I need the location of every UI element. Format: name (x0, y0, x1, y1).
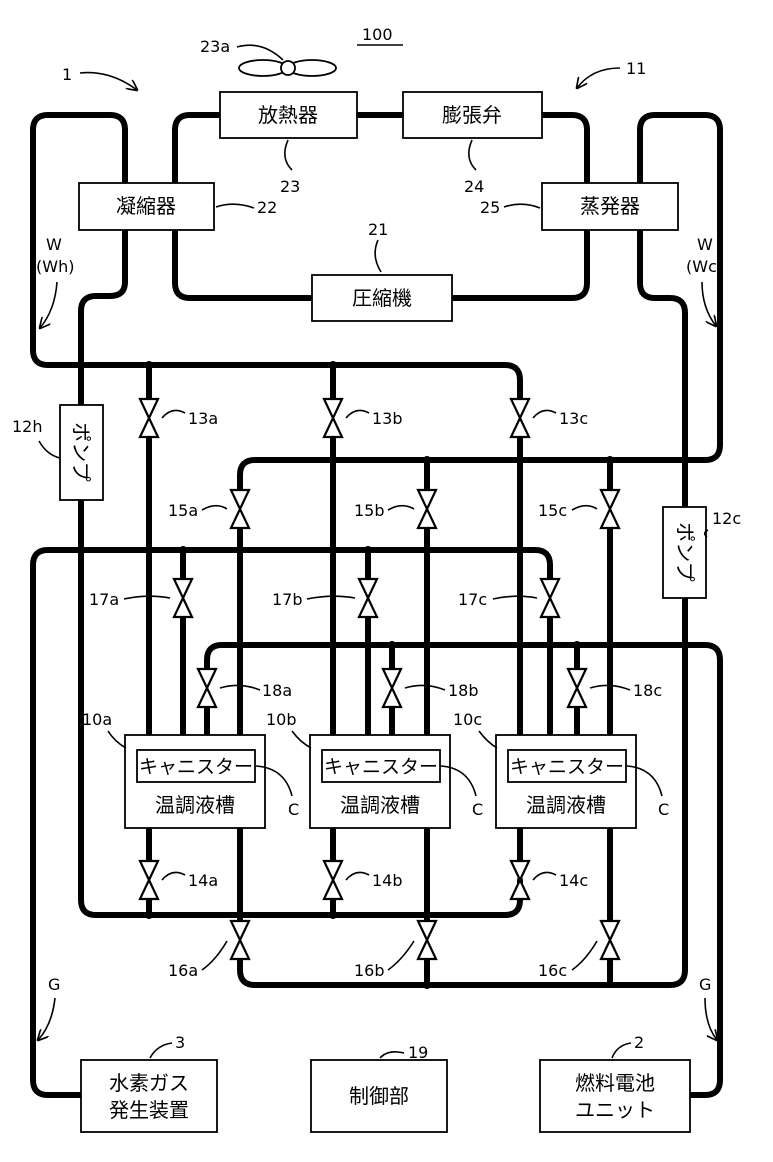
valve-14c-label: 14c (559, 871, 588, 890)
pump-c-ref: 12c (712, 509, 741, 528)
control-unit-ref: 19 (408, 1043, 428, 1062)
radiator: 放熱器 (220, 92, 357, 138)
condenser: 凝縮器 (79, 183, 214, 230)
valve-14b-label: 14b (372, 871, 403, 890)
tank-10a: キャニスター 温調液槽 (125, 735, 265, 828)
flow-w-right: W (697, 235, 713, 254)
valve-17b-label: 17b (272, 590, 303, 609)
pump-h-ref: 12h (12, 417, 43, 436)
tank-10b-c-label: C (472, 800, 483, 819)
canister-label: キャニスター (510, 756, 624, 778)
expansion-valve: 膨張弁 (403, 92, 542, 138)
control-unit: 制御部 (311, 1060, 447, 1132)
valve-18a-label: 18a (262, 681, 292, 700)
canister-label: キャニスター (139, 756, 253, 778)
condenser-label: 凝縮器 (116, 194, 176, 218)
valve-16b (418, 921, 436, 959)
valve-15c-label: 15c (538, 501, 567, 520)
fuel-cell-unit: 燃料電池 ユニット (540, 1060, 690, 1132)
valve-17c-label: 17c (458, 590, 487, 609)
valve-16a (231, 921, 249, 959)
tank-10b-ref: 10b (266, 710, 297, 729)
valve-14b (324, 861, 342, 899)
valve-13b-label: 13b (372, 409, 403, 428)
valve-16c (601, 921, 619, 959)
valve-17b (359, 579, 377, 617)
tank-10c-c-label: C (658, 800, 669, 819)
hydrogen-generator-line2: 発生装置 (109, 1098, 189, 1122)
expansion-valve-label: 膨張弁 (442, 103, 502, 127)
fan-ref: 23a (200, 37, 230, 56)
valve-13c (511, 399, 529, 437)
evaporator: 蒸発器 (542, 183, 678, 230)
valve-16b-label: 16b (354, 961, 385, 980)
valve-18b-label: 18b (448, 681, 479, 700)
fuel-cell-line1: 燃料電池 (575, 1071, 655, 1095)
flow-g-right: G (699, 975, 711, 994)
valve-18a (198, 669, 216, 707)
compressor: 圧縮機 (312, 275, 452, 321)
radiator-ref: 23 (280, 177, 300, 196)
tank-10c-ref: 10c (453, 710, 482, 729)
valve-13a-label: 13a (188, 409, 218, 428)
fuel-cell-line2: ユニット (575, 1098, 655, 1122)
figure-number: 100 (362, 25, 393, 44)
valve-14a-label: 14a (188, 871, 218, 890)
compressor-ref: 21 (368, 220, 388, 239)
valve-14a (140, 861, 158, 899)
valve-16c-label: 16c (538, 961, 567, 980)
evaporator-ref: 25 (480, 198, 500, 217)
junction-dots (145, 361, 614, 989)
valve-15b-label: 15b (354, 501, 385, 520)
fuel-cell-ref: 2 (634, 1033, 644, 1052)
tank-label: 温調液槽 (526, 793, 606, 817)
valve-15b (418, 490, 436, 528)
valve-18c-label: 18c (633, 681, 662, 700)
pump-c-label: ポンプ (673, 522, 697, 581)
pump-c: ポンプ (663, 507, 706, 598)
valve-14c (511, 861, 529, 899)
pump-h: ポンプ (60, 405, 103, 500)
valve-18b (383, 669, 401, 707)
canister-label: キャニスター (324, 756, 438, 778)
valve-15a (231, 490, 249, 528)
tank-10c: キャニスター 温調液槽 (496, 735, 636, 828)
tank-label: 温調液槽 (155, 793, 235, 817)
system-1-label: 1 (62, 65, 72, 84)
valve-13a (140, 399, 158, 437)
condenser-ref: 22 (257, 198, 277, 217)
pump-h-label: ポンプ (69, 422, 93, 481)
fan-icon (239, 60, 336, 76)
flow-w-left: W (46, 235, 62, 254)
hydrogen-generator-line1: 水素ガス (109, 1071, 189, 1095)
compressor-label: 圧縮機 (352, 286, 412, 310)
system-11-label: 11 (626, 59, 646, 78)
flow-wc: (Wc) (686, 257, 723, 276)
valve-13c-label: 13c (559, 409, 588, 428)
control-unit-label: 制御部 (349, 1084, 409, 1108)
valve-15c (601, 490, 619, 528)
flow-g-left: G (48, 975, 60, 994)
valve-17c (541, 579, 559, 617)
valve-15a-label: 15a (168, 501, 198, 520)
valve-17a-label: 17a (89, 590, 119, 609)
valve-18c (568, 669, 586, 707)
hydrogen-generator-ref: 3 (175, 1033, 185, 1052)
hydrogen-generator: 水素ガス 発生装置 (81, 1060, 217, 1132)
flow-wh: (Wh) (36, 257, 74, 276)
tank-10a-c-label: C (288, 800, 299, 819)
tank-10a-ref: 10a (82, 710, 112, 729)
expansion-valve-ref: 24 (464, 177, 484, 196)
tank-label: 温調液槽 (340, 793, 420, 817)
valve-16a-label: 16a (168, 961, 198, 980)
valve-17a (174, 579, 192, 617)
radiator-label: 放熱器 (258, 103, 318, 127)
evaporator-label: 蒸発器 (580, 194, 640, 218)
valve-13b (324, 399, 342, 437)
tank-10b: キャニスター 温調液槽 (310, 735, 450, 828)
